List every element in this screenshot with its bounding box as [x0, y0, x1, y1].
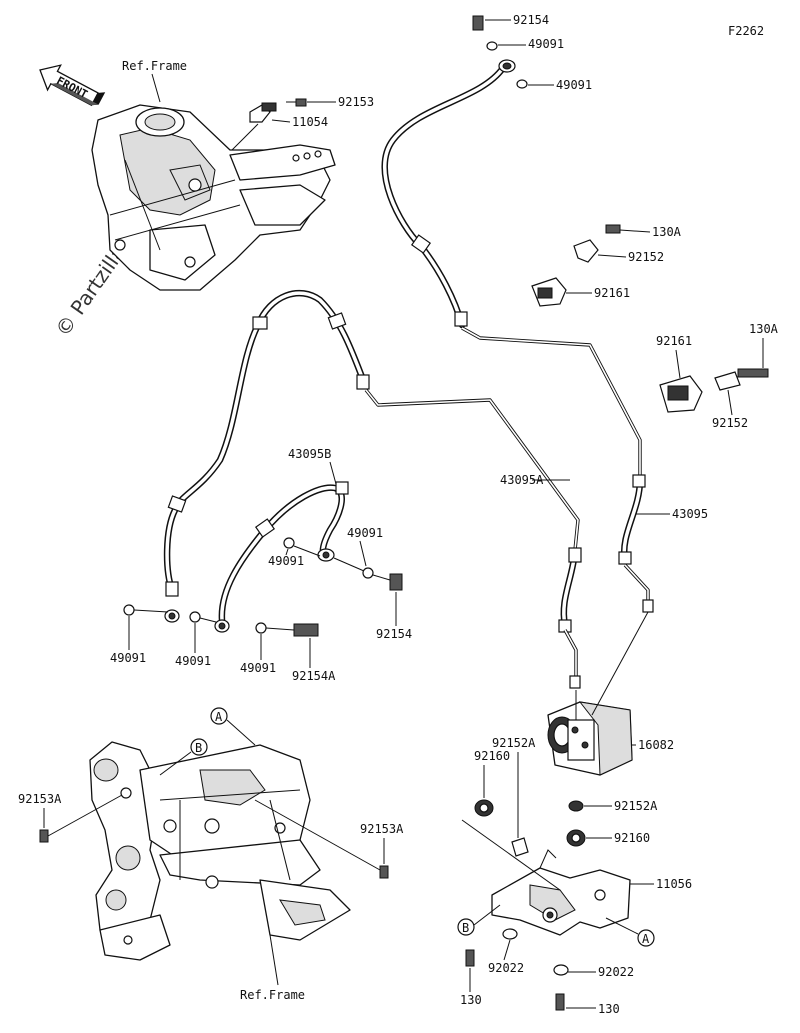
label-92152A-2: 92152A [614, 799, 658, 813]
label-43095A: 43095A [500, 473, 544, 487]
label-92154-m: 92154 [376, 627, 412, 641]
svg-text:B: B [462, 921, 469, 935]
clamp-group-right [659, 368, 769, 413]
callout-b-bracket: B [457, 904, 501, 936]
callout-a-frame: A [210, 707, 256, 746]
label-92153A-1: 92153A [18, 792, 62, 806]
label-43095: 43095 [672, 507, 708, 521]
svg-text:A: A [642, 932, 650, 946]
label-130-2: 130 [598, 1002, 620, 1016]
label-92022-1: 92022 [488, 961, 524, 975]
lower-frame-drawing [39, 741, 389, 986]
label-92161-2: 92161 [656, 334, 692, 348]
label-130A-2: 130A [749, 322, 779, 336]
clamp-group-upper [531, 224, 621, 307]
svg-text:B: B [195, 741, 202, 755]
label-92152A-1: 92152A [492, 736, 536, 750]
brake-pipe-43095A [163, 289, 582, 689]
label-49091-l3: 49091 [240, 661, 276, 675]
label-92161-1: 92161 [594, 286, 630, 300]
label-92153: 92153 [338, 95, 374, 109]
label-92022-2: 92022 [598, 965, 634, 979]
label-92154A: 92154A [292, 669, 336, 683]
label-49091-l1: 49091 [110, 651, 146, 665]
label-92152-2: 92152 [712, 416, 748, 430]
figure-code: F2262 [728, 24, 764, 38]
abs-unit-16082 [547, 611, 649, 776]
label-11054: 11054 [292, 115, 328, 129]
front-arrow-label: FRONT [54, 74, 90, 101]
label-11056: 11056 [656, 877, 692, 891]
brake-hose-43095B [214, 481, 349, 633]
label-49091-m1: 49091 [347, 526, 383, 540]
label-92160-2: 92160 [614, 831, 650, 845]
washers-middle [123, 537, 403, 637]
label-49091-l2: 49091 [175, 654, 211, 668]
upper-frame-drawing: Ref.Frame [91, 59, 336, 291]
label-49091-top-2: 49091 [556, 78, 592, 92]
front-arrow-icon: FRONT [39, 64, 106, 107]
front-brake-hose-upper [381, 15, 654, 613]
label-92160-1: 92160 [474, 749, 510, 763]
label-49091-top-1: 49091 [528, 37, 564, 51]
label-92153A-2: 92153A [360, 822, 404, 836]
abs-bracket-11056 [491, 849, 631, 936]
ref-frame-label-bottom: Ref.Frame [240, 988, 305, 1002]
label-92154-top: 92154 [513, 13, 549, 27]
label-43095B: 43095B [288, 447, 331, 461]
svg-text:A: A [215, 710, 223, 724]
abs-mount-parts [465, 799, 586, 1011]
label-92152-1: 92152 [628, 250, 664, 264]
ref-frame-label-top: Ref.Frame [122, 59, 187, 73]
label-16082: 16082 [638, 738, 674, 752]
label-130-1: 130 [460, 993, 482, 1007]
callout-b-frame: B [159, 738, 208, 776]
label-130A-1: 130A [652, 225, 682, 239]
label-49091-m2: 49091 [268, 554, 304, 568]
callout-a-bracket: A [605, 917, 655, 947]
